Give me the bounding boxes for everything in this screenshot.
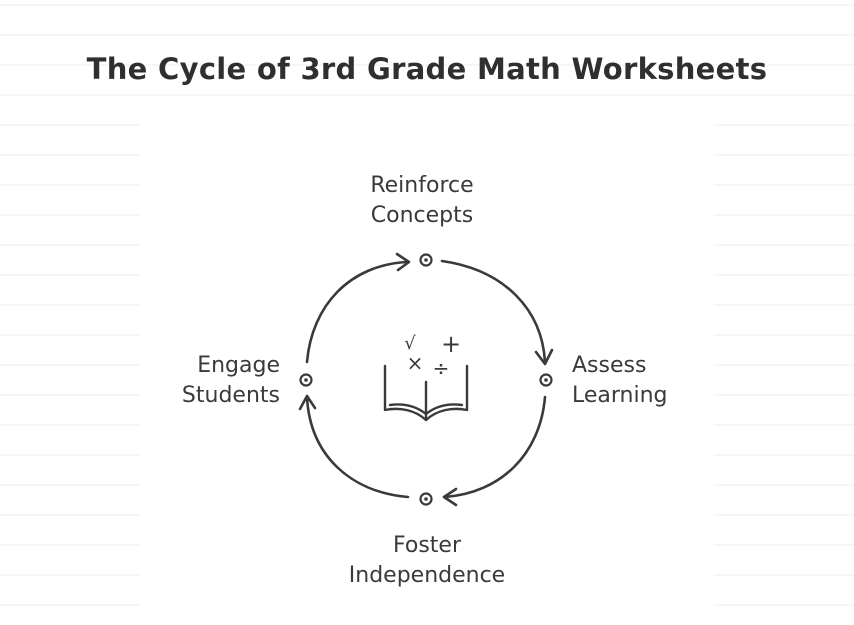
node-top bbox=[419, 253, 433, 267]
divide-symbol: ÷ bbox=[433, 356, 450, 380]
arrowhead-left-to-top bbox=[395, 252, 411, 272]
arrow-right-to-bottom bbox=[443, 395, 547, 499]
stage-label-line: Engage bbox=[197, 353, 280, 378]
arrow-left-to-top bbox=[305, 260, 409, 364]
node-left bbox=[299, 373, 313, 387]
node-bottom bbox=[419, 492, 433, 506]
math-book-icon: √ + × ÷ bbox=[383, 330, 469, 422]
stage-label-engage-students: Engage Students bbox=[150, 351, 280, 411]
stage-label-line: Assess bbox=[572, 353, 647, 378]
diagram-title: The Cycle of 3rd Grade Math Worksheets bbox=[86, 52, 768, 86]
stage-label-line: Students bbox=[181, 383, 280, 408]
arrowhead-top-to-right bbox=[534, 348, 554, 366]
arrow-bottom-to-left bbox=[305, 395, 410, 499]
stage-label-line: Foster bbox=[393, 533, 461, 558]
arrow-top-to-right bbox=[440, 259, 547, 364]
stage-label-line: Independence bbox=[348, 563, 506, 588]
times-symbol: × bbox=[407, 351, 424, 375]
stage-label-assess-learning: Assess Learning bbox=[572, 351, 694, 411]
arrowhead-right-to-bottom bbox=[442, 487, 458, 507]
node-right bbox=[539, 373, 553, 387]
square-root-symbol: √ bbox=[404, 333, 416, 354]
plus-symbol: + bbox=[441, 330, 461, 358]
arrowhead-bottom-to-left bbox=[298, 394, 317, 411]
stage-label-foster-independence: Foster Independence bbox=[317, 531, 537, 591]
stage-label-reinforce-concepts: Reinforce Concepts bbox=[327, 171, 517, 231]
stage-label-line: Concepts bbox=[370, 203, 474, 228]
stage-label-line: Reinforce bbox=[370, 173, 474, 198]
stage-label-line: Learning bbox=[572, 383, 668, 408]
